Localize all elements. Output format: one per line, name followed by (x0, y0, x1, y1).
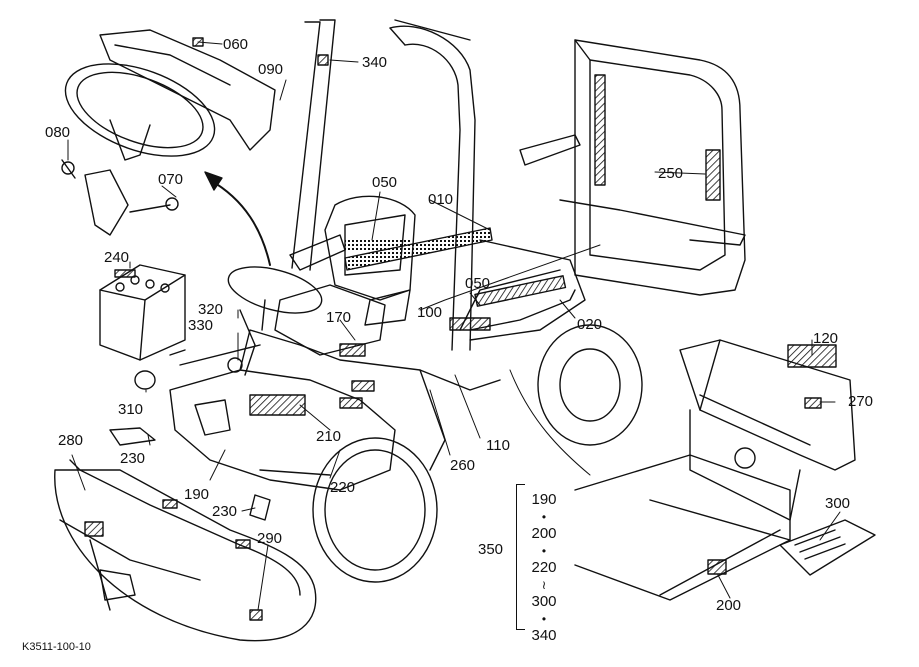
callout-190: 190 (184, 486, 210, 503)
group-350-separator: • (541, 510, 547, 524)
callout-210: 210 (316, 428, 342, 445)
callout-120: 120 (813, 330, 839, 347)
decal-strip-010 (344, 227, 493, 271)
callout-280: 280 (58, 432, 84, 449)
steering-wheel-exploded (61, 29, 276, 236)
callout-050-upper: 050 (372, 174, 398, 191)
callout-310: 310 (118, 401, 144, 418)
callout-170: 170 (326, 309, 352, 326)
callout-250: 250 (658, 165, 684, 182)
battery (99, 264, 186, 361)
callout-070: 070 (158, 171, 184, 188)
callout-260: 260 (450, 457, 476, 474)
group-350-separator: ≀ (541, 578, 547, 592)
grass-bag-frame (519, 39, 746, 296)
tractor-body (169, 239, 586, 491)
rops-frame (291, 19, 476, 351)
callout-290: 290 (257, 530, 283, 547)
callout-300: 300 (825, 495, 851, 512)
floor-frame (574, 454, 791, 601)
callout-050-lower: 050 (465, 275, 491, 292)
group-350-item: 190 (531, 491, 557, 508)
callout-350: 350 (478, 541, 504, 558)
callout-080: 080 (45, 124, 71, 141)
callout-110: 110 (486, 437, 510, 454)
group-350-list: 190 • 200 • 220 ≀ 300 • 340 (524, 488, 564, 648)
callout-020: 020 (577, 316, 603, 333)
callout-200: 200 (716, 597, 742, 614)
callout-340: 340 (362, 54, 388, 71)
leader-lines (67, 41, 841, 611)
group-350-item: 340 (531, 627, 557, 644)
front-wheel (312, 437, 438, 583)
callout-010: 010 (428, 191, 454, 208)
small-decals (109, 37, 329, 521)
group-350-item: 300 (531, 593, 557, 610)
steering-wheel (227, 266, 323, 331)
callout-100: 100 (417, 304, 443, 321)
rear-panel (679, 339, 856, 521)
manual-sheet (779, 519, 876, 576)
callout-330: 330 (188, 317, 214, 334)
group-350-item: 220 (531, 559, 557, 576)
callout-230-mid: 230 (212, 503, 238, 520)
mower-deck (54, 459, 317, 642)
figure-code: K3511-100-10 (22, 641, 91, 653)
callout-320: 320 (198, 301, 224, 318)
callout-270: 270 (848, 393, 874, 410)
seat (274, 195, 416, 357)
group-350-separator: • (541, 612, 547, 626)
callout-220: 220 (330, 479, 356, 496)
callout-060: 060 (223, 36, 249, 53)
callout-240: 240 (104, 249, 130, 266)
group-350-item: 200 (531, 525, 557, 542)
assembly-arrow (204, 171, 271, 266)
rear-wheel (537, 324, 643, 446)
callout-230-left: 230 (120, 450, 146, 467)
callout-090: 090 (258, 61, 284, 78)
group-350-separator: • (541, 544, 547, 558)
group-350-bracket (516, 484, 525, 630)
